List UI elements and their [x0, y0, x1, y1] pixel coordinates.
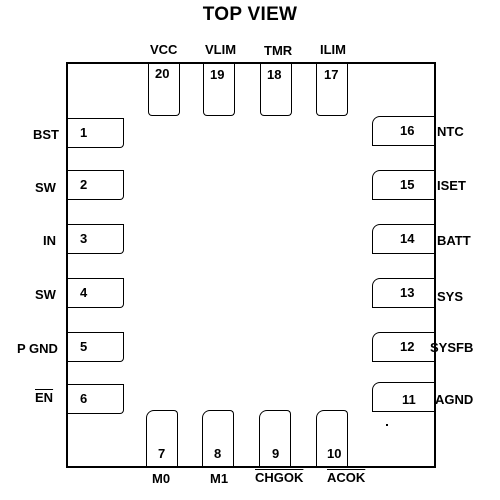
pin-label-12: SYSFB	[430, 340, 474, 355]
pin-number-7: 7	[158, 446, 166, 461]
pin-label-15: ISET	[437, 178, 466, 193]
pin-number-1: 1	[80, 125, 88, 140]
pin-label-3: IN	[43, 233, 56, 248]
pad-18	[260, 64, 292, 116]
pad-3	[68, 224, 124, 254]
ic-package-outline	[66, 62, 436, 468]
pin-label-5: P GND	[17, 341, 58, 356]
pad-19	[203, 64, 235, 116]
pad-12	[372, 332, 434, 362]
pad-6	[68, 384, 124, 414]
pin-label-2: SW	[35, 180, 56, 195]
pin-number-6: 6	[80, 391, 88, 406]
pad-2	[68, 170, 124, 200]
pin-number-14: 14	[400, 231, 415, 246]
pad-1	[68, 118, 124, 148]
pad-15	[372, 170, 434, 200]
pin-number-4: 4	[80, 285, 88, 300]
pin-label-16: NTC	[437, 124, 464, 139]
pin-label-20: VCC	[150, 42, 178, 57]
pin-number-19: 19	[210, 67, 225, 82]
pin-label-6: EN	[35, 390, 54, 405]
pin-number-10: 10	[327, 446, 342, 461]
pad-11	[372, 382, 434, 412]
pin-number-17: 17	[324, 67, 339, 82]
pin-number-11: 11	[402, 392, 416, 407]
pad-7	[146, 410, 178, 466]
pin-number-20: 20	[155, 66, 170, 81]
pad-14	[372, 224, 434, 254]
pin-number-18: 18	[267, 67, 282, 82]
pin-number-3: 3	[80, 231, 88, 246]
pin-number-13: 13	[400, 285, 415, 300]
pin-label-13: SYS	[437, 289, 464, 304]
pin-label-19: VLIM	[205, 42, 237, 57]
pin-label-10: ACOK	[327, 470, 366, 485]
pin-number-8: 8	[214, 446, 222, 461]
pin-number-16: 16	[400, 123, 415, 138]
pin-label-7: M0	[152, 471, 171, 486]
pad-16	[372, 116, 434, 146]
pad-5	[68, 332, 124, 362]
pad-17	[316, 64, 348, 116]
pin-number-9: 9	[272, 446, 280, 461]
pad-8	[202, 410, 234, 466]
pin-number-15: 15	[400, 177, 415, 192]
diagram-title: TOP VIEW	[202, 4, 298, 25]
pin-label-18: TMR	[264, 43, 293, 58]
pin-number-5: 5	[80, 339, 88, 354]
pin-number-12: 12	[400, 339, 415, 354]
pad-9	[259, 410, 291, 466]
pin-label-9: CHGOK	[255, 470, 304, 485]
pin-label-14: BATT	[437, 233, 471, 248]
pin-label-4: SW	[35, 287, 56, 302]
pin-label-1: BST	[33, 127, 59, 142]
pad-20	[148, 64, 180, 116]
pin-label-17: ILIM	[320, 42, 346, 57]
marker-dot	[386, 424, 388, 426]
pin-label-8: M1	[210, 471, 229, 486]
pin-label-11: AGND	[435, 392, 474, 407]
pin-number-2: 2	[80, 177, 88, 192]
pad-13	[372, 278, 434, 308]
pad-10	[316, 410, 348, 466]
pad-4	[68, 278, 124, 308]
